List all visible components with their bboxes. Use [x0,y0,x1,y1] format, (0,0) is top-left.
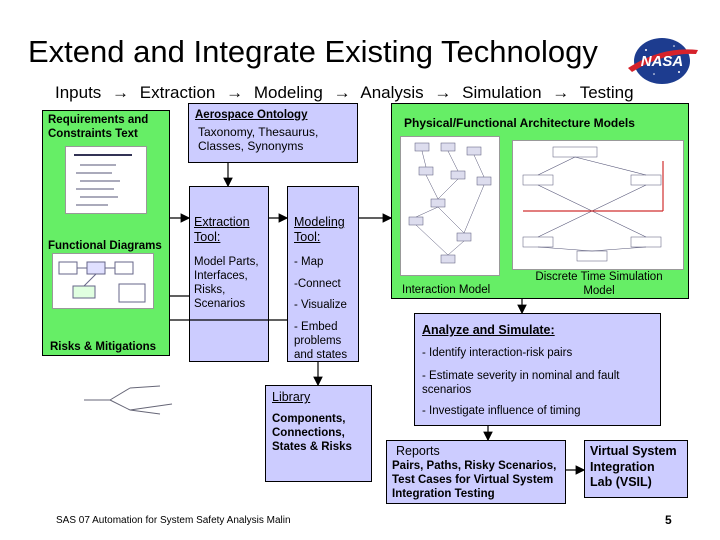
library-body: Components, Connections, States & Risks [272,413,352,453]
pipeline-step: Extraction [139,83,216,102]
footer-text: SAS 07 Automation for System Safety Anal… [56,515,291,526]
functional-diagrams-label: Functional Diagrams [48,240,162,252]
arrow-right-icon: → [226,83,244,102]
library-box [265,385,372,482]
functional-diagram-thumbnail [52,253,154,309]
analyze-title: Analyze and Simulate: [422,323,555,337]
slide-title: Extend and Integrate Existing Technology [28,34,598,69]
interaction-model-thumbnail [400,136,500,276]
arrow-right-icon: → [333,83,351,102]
modeling-tool-item: - Visualize [294,299,347,311]
ontology-title: Aerospace Ontology [195,109,308,121]
nasa-logo: NASA [628,38,698,84]
pipeline-step: Inputs [55,83,102,102]
analyze-box [414,313,661,426]
risks-mitigations-label: Risks & Mitigations [50,341,157,353]
modeling-tool-box [287,186,359,362]
vsil-label: Virtual System Integration Lab (VSIL) [590,444,677,489]
arrow-right-icon: → [434,83,452,102]
architecture-title: Physical/Functional Architecture Models [404,116,635,130]
analyze-item: - Identify interaction-risk pairs [422,347,573,359]
ontology-box [188,103,358,163]
extraction-tool-body: Model Parts, Interfaces, Risks, Scenario… [194,256,259,310]
analyze-item: - Estimate severity in nominal and fault… [422,370,620,396]
discrete-model-thumbnail [512,140,684,270]
discrete-model-label: Discrete Time Simulation Model [535,271,663,297]
reports-box [386,440,566,504]
arrow-right-icon: → [552,83,570,102]
modeling-tool-title: Modeling Tool: [294,215,345,244]
vsil-box [584,440,688,498]
text-lines-icon [74,154,132,206]
requirements-label: Requirements and Constraints Text [48,114,149,140]
reports-body: Pairs, Paths, Risky Scenarios, Test Case… [392,460,557,500]
network-graph-icon [408,142,492,264]
risk-tree-thumbnail [80,380,180,418]
pipeline-step: Testing [579,83,634,102]
modeling-tool-item: - Map [294,256,324,268]
interaction-model-label: Interaction Model [402,284,491,296]
analyze-item: - Investigate influence of timing [422,405,581,417]
extraction-tool-title: Extraction Tool: [194,215,250,244]
pipeline-step: Simulation [462,83,542,102]
requirements-document-thumbnail [65,146,147,214]
modeling-tool-item: -Connect [294,278,341,290]
state-machine-icon [522,146,664,262]
extraction-tool-box [189,186,269,362]
pipeline-step: Modeling [253,83,323,102]
pipeline-step: Analysis [360,83,424,102]
ontology-body: Taxonomy, Thesaurus, Classes, Synonyms [198,125,319,153]
svg-text:NASA: NASA [641,53,684,70]
reports-title: Reports [396,444,440,458]
arrow-right-icon: → [112,83,130,102]
library-title: Library [272,390,311,404]
page-number: 5 [665,513,672,527]
modeling-tool-item: - Embed problems and states [294,321,348,361]
pipeline-steps: Inputs → Extraction → Modeling → Analysi… [55,83,634,103]
tree-diagram-icon [84,385,173,415]
block-diagram-icon [58,261,146,303]
